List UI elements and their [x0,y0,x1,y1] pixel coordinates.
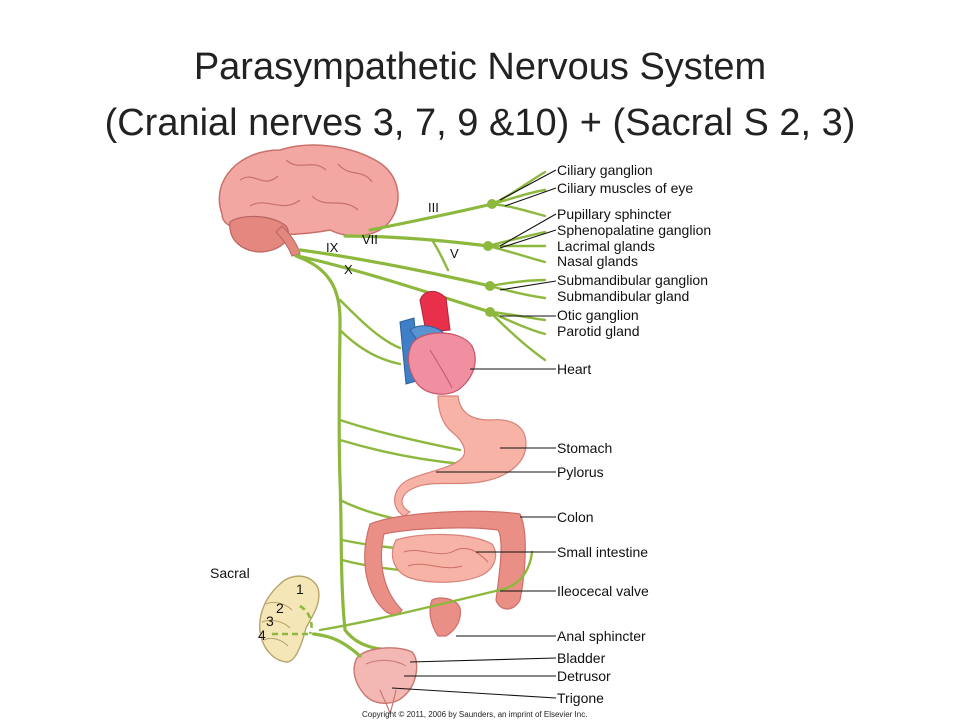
label-stomach: Stomach [557,440,612,456]
sacral-level-3: 3 [266,613,274,629]
bladder-illustration [353,647,418,715]
nerve-label-IX: IX [326,240,339,255]
label-pylorus: Pylorus [557,464,604,480]
target-labels: Ciliary ganglion Ciliary muscles of eye … [557,162,711,706]
label-colon: Colon [557,509,594,525]
small-intestine [391,533,497,583]
label-detrusor: Detrusor [557,668,611,684]
nerve-label-X: X [344,262,353,277]
stomach [394,395,527,517]
nerve-label-III: III [428,200,439,215]
sacral-level-2: 2 [276,600,284,616]
label-ciliary-muscles: Ciliary muscles of eye [557,180,693,196]
label-trigone: Trigone [557,690,604,706]
label-ileocecal-valve: Ileocecal valve [557,583,649,599]
label-lacrimal-glands: Lacrimal glands [557,238,655,254]
slide-subtitle: (Cranial nerves 3, 7, 9 &10) + (Sacral S… [104,102,856,144]
label-nasal-glands: Nasal glands [557,253,638,269]
label-bladder: Bladder [557,650,606,666]
nerve-label-V: V [450,246,459,261]
label-pupillary-sphincter: Pupillary sphincter [557,206,672,222]
sacral-label: Sacral [210,565,250,581]
brain-illustration [218,144,399,257]
label-submandibular-ganglion: Submandibular ganglion [557,272,708,288]
label-submandibular-gland: Submandibular gland [557,288,689,304]
leader-lines [391,169,557,699]
brainstem [275,225,301,257]
label-ciliary-ganglion: Ciliary ganglion [557,162,653,178]
sacrum [259,575,320,663]
nerve-label-VII: VII [362,232,378,247]
intestines [364,510,526,637]
copyright-text: Copyright © 2011, 2006 by Saunders, an i… [362,710,587,719]
colon [364,510,526,616]
aorta [419,291,451,333]
slide-title: Parasympathetic Nervous System [193,46,767,88]
cranial-nerves [294,170,547,652]
bladder [353,647,418,704]
heart-body [407,332,476,395]
label-sphenopalatine-ganglion: Sphenopalatine ganglion [557,222,711,238]
label-anal-sphincter: Anal sphincter [557,628,646,644]
label-otic-ganglion: Otic ganglion [557,307,639,323]
sacral-level-1: 1 [296,581,304,597]
label-parotid-gland: Parotid gland [557,323,640,339]
sacral-level-4: 4 [258,627,266,643]
label-heart: Heart [557,361,591,377]
heart-illustration [399,291,476,395]
sacrum-illustration: 1 2 3 4 Sacral [210,565,320,663]
label-small-intestine: Small intestine [557,544,648,560]
rectum [429,597,461,637]
